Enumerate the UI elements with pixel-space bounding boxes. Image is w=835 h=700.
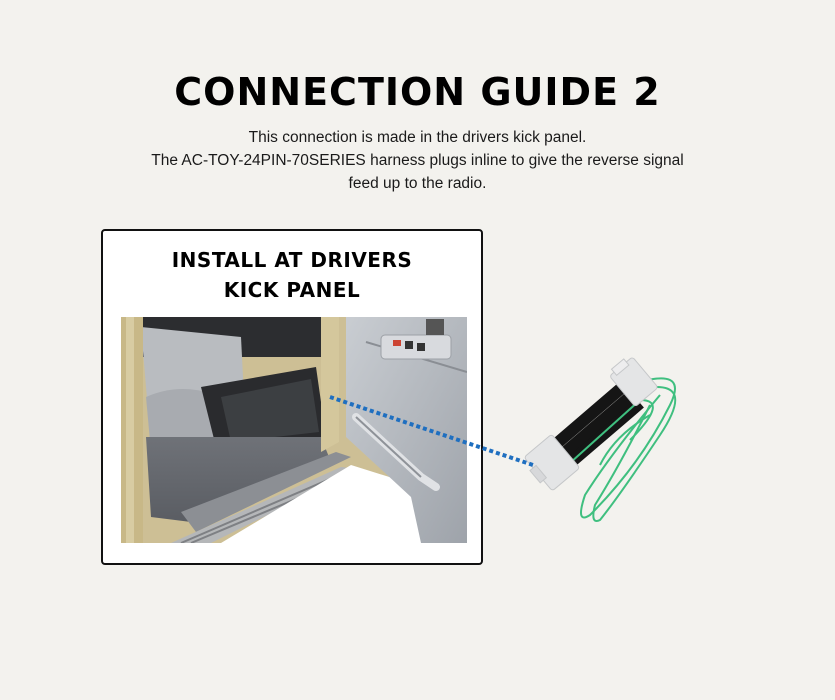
- description-line-2: The AC-TOY-24PIN-70SERIES harness plugs …: [151, 152, 684, 169]
- kick-panel-photo: [121, 317, 467, 543]
- card-title-line-2: KICK PANEL: [223, 278, 361, 302]
- install-location-card: INSTALL AT DRIVERS KICK PANEL: [101, 229, 483, 565]
- card-title-line-1: INSTALL AT DRIVERS: [171, 248, 413, 272]
- description-line-3: feed up to the radio.: [348, 175, 487, 192]
- card-title: INSTALL AT DRIVERS KICK PANEL: [103, 245, 481, 305]
- wiring-harness-image: [520, 345, 700, 530]
- description: This connection is made in the drivers k…: [0, 126, 835, 195]
- description-line-1: This connection is made in the drivers k…: [248, 129, 587, 146]
- page-title: CONNECTION GUIDE 2: [174, 70, 661, 114]
